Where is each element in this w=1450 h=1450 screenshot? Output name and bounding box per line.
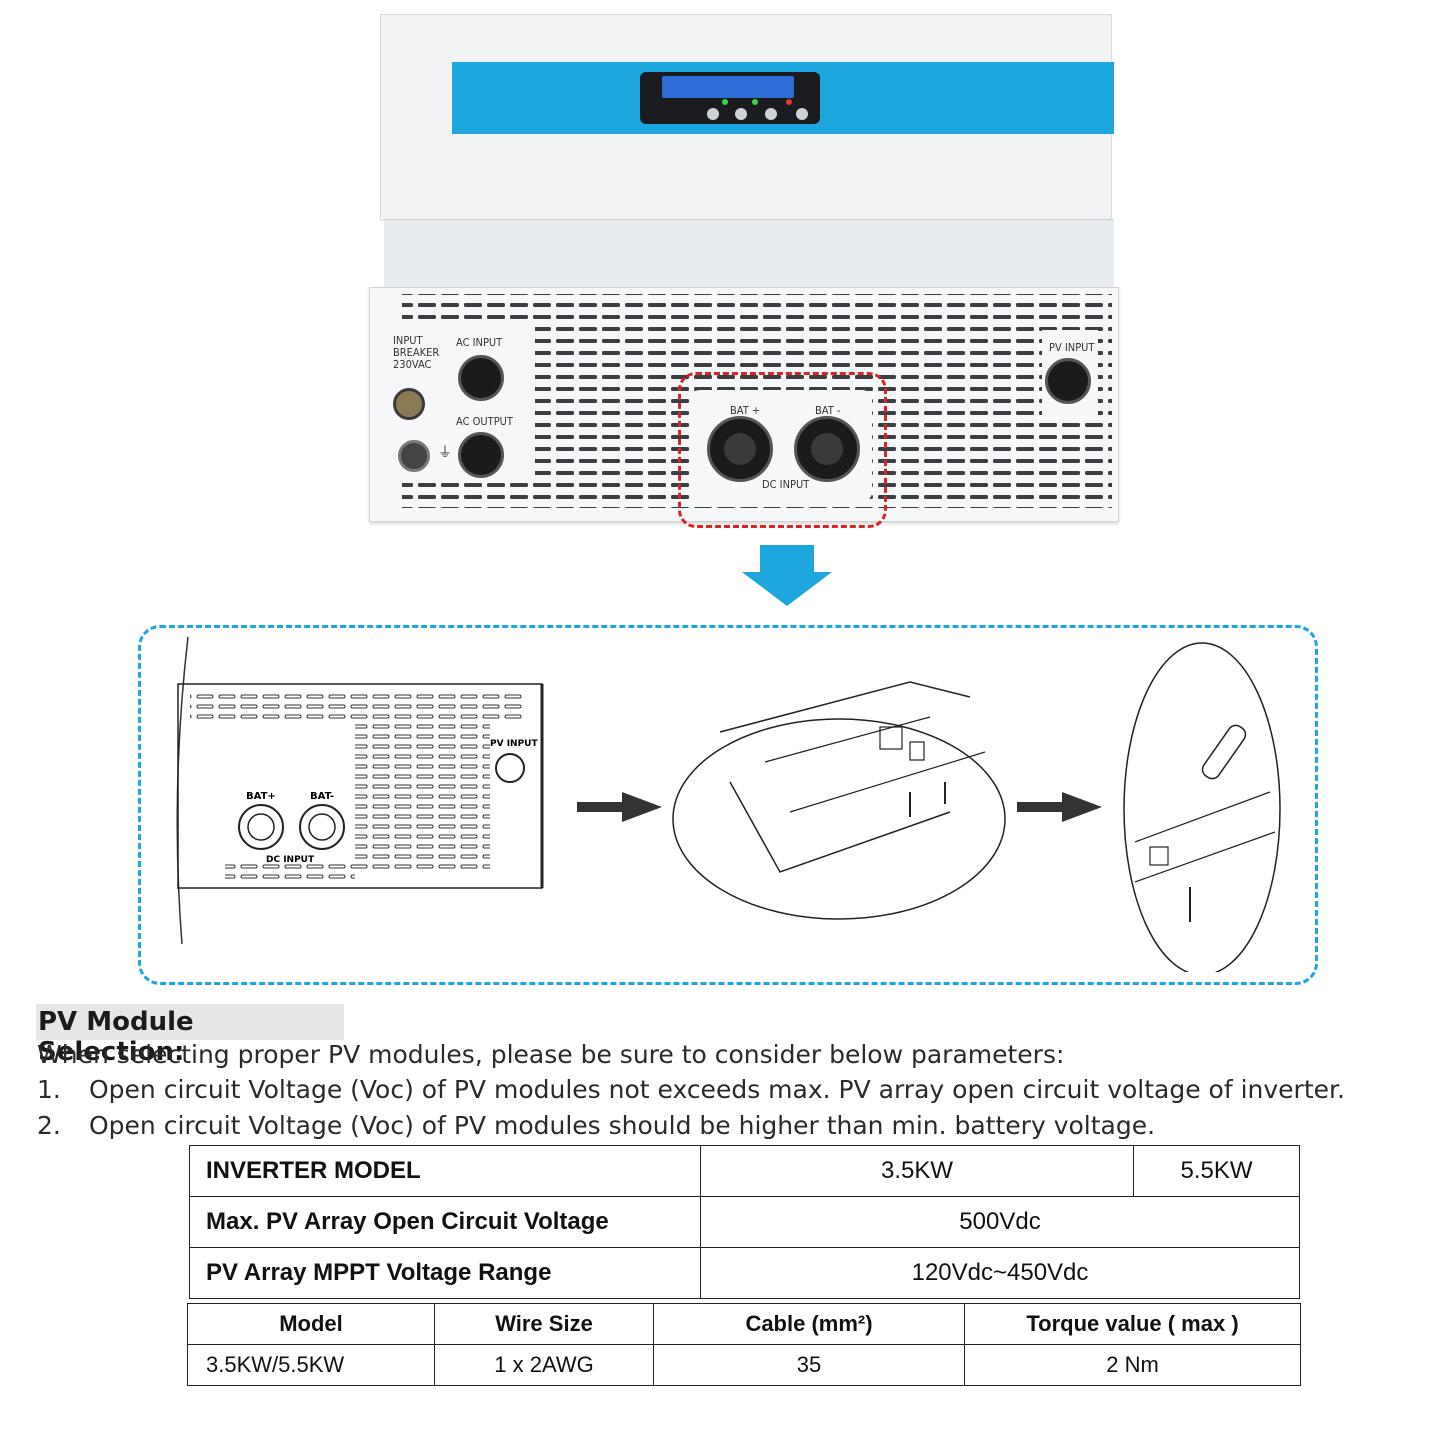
input-breaker-label-3: 230VAC: [393, 358, 432, 371]
lcd-button-2: [735, 108, 747, 120]
lcd-button-4: [796, 108, 808, 120]
spec-row-1-label: Max. PV Array Open Circuit Voltage: [189, 1196, 701, 1248]
wire-cell-cable: 35: [653, 1344, 965, 1386]
section-intro: When selecting proper PV modules, please…: [37, 1040, 1065, 1069]
down-arrow-icon: [760, 545, 814, 573]
input-breaker-label-2: BREAKER: [393, 346, 440, 359]
diagram-pv-input-label: PV INPUT: [490, 739, 538, 749]
wire-spec-table: Model Wire Size Cable (mm²) Torque value…: [187, 1303, 1301, 1386]
ground-icon: ⏚: [438, 445, 452, 461]
bat-plus-label: BAT +: [730, 404, 761, 417]
spec-row-2-value: 120Vdc~450Vdc: [700, 1247, 1300, 1299]
diagram-bat-plus-label: BAT+: [246, 791, 276, 802]
ground-terminal: [398, 440, 430, 472]
list-item-1-num: 1.: [37, 1075, 61, 1104]
ac-input-port: [458, 355, 504, 401]
bat-plus-terminal: [707, 416, 773, 482]
input-breaker-label-1: INPUT: [393, 334, 423, 347]
table-row: INVERTER MODEL 3.5KW 5.5KW: [189, 1145, 1300, 1197]
list-item-2: 2. Open circuit Voltage (Voc) of PV modu…: [37, 1111, 1155, 1140]
table-row: PV Array MPPT Voltage Range 120Vdc~450Vd…: [189, 1247, 1300, 1299]
list-item-1: 1. Open circuit Voltage (Voc) of PV modu…: [37, 1075, 1345, 1104]
table-row: Max. PV Array Open Circuit Voltage 500Vd…: [189, 1196, 1300, 1248]
section-title-text: PV Module Selection:: [38, 1007, 194, 1067]
lcd-screen: [662, 76, 794, 98]
wire-header-wire-size: Wire Size: [434, 1303, 654, 1345]
ac-output-label: AC OUTPUT: [456, 415, 513, 428]
led-green-2: [752, 99, 758, 105]
led-green-1: [722, 99, 728, 105]
front-panel-drawing: [176, 636, 544, 945]
wire-header-model: Model: [187, 1303, 435, 1345]
inverter-lower-cover: [384, 219, 1114, 288]
right-arrow-icon-1: [577, 792, 662, 822]
spec-model-1: 3.5KW: [700, 1145, 1134, 1197]
section-title: PV Module Selection:: [36, 1004, 344, 1067]
ac-output-port: [458, 432, 504, 478]
bat-minus-terminal: [794, 416, 860, 482]
wire-header-torque: Torque value ( max ): [964, 1303, 1301, 1345]
list-item-2-text: Open circuit Voltage (Voc) of PV modules…: [89, 1111, 1156, 1140]
wire-header-cable: Cable (mm²): [653, 1303, 965, 1345]
terminal-tightening-detail: [1123, 642, 1281, 972]
inverter-photo: INPUT BREAKER 230VAC ⏚ AC INPUT AC OUTPU…: [0, 0, 1450, 540]
spec-row-2-label: PV Array MPPT Voltage Range: [189, 1247, 701, 1299]
table-row: Model Wire Size Cable (mm²) Torque value…: [187, 1303, 1301, 1345]
pv-input-port: [1045, 358, 1091, 404]
wire-cell-torque: 2 Nm: [964, 1344, 1301, 1386]
spec-row-1-value: 500Vdc: [700, 1196, 1300, 1248]
down-arrow-head-icon: [742, 572, 832, 606]
wire-cell-model: 3.5KW/5.5KW: [187, 1344, 435, 1386]
cover-removal-detail: [672, 681, 1006, 920]
wire-cell-wire-size: 1 x 2AWG: [434, 1344, 654, 1386]
lcd-button-3: [765, 108, 777, 120]
list-item-2-num: 2.: [37, 1111, 61, 1140]
ac-input-label: AC INPUT: [456, 336, 503, 349]
dc-input-highlight-box: [678, 372, 887, 528]
bat-minus-label: BAT -: [815, 404, 841, 417]
led-red: [786, 99, 792, 105]
input-breaker: [393, 388, 425, 420]
diagram-bat-minus-label: BAT-: [310, 791, 334, 802]
pv-input-label: PV INPUT: [1049, 341, 1095, 354]
inverter-spec-table: INVERTER MODEL 3.5KW 5.5KW Max. PV Array…: [189, 1145, 1300, 1299]
right-arrow-icon-2: [1017, 792, 1102, 822]
spec-model-2: 5.5KW: [1133, 1145, 1300, 1197]
installation-diagram: PV INPUT BAT+ BAT- DC INPUT: [176, 636, 1281, 972]
dc-input-label: DC INPUT: [762, 478, 810, 491]
list-item-1-text: Open circuit Voltage (Voc) of PV modules…: [89, 1075, 1345, 1104]
table-row: 3.5KW/5.5KW 1 x 2AWG 35 2 Nm: [187, 1344, 1301, 1386]
lcd-button-1: [707, 108, 719, 120]
installation-diagram-frame: [138, 625, 1318, 985]
spec-header-label: INVERTER MODEL: [189, 1145, 701, 1197]
diagram-dc-input-label: DC INPUT: [266, 855, 315, 865]
